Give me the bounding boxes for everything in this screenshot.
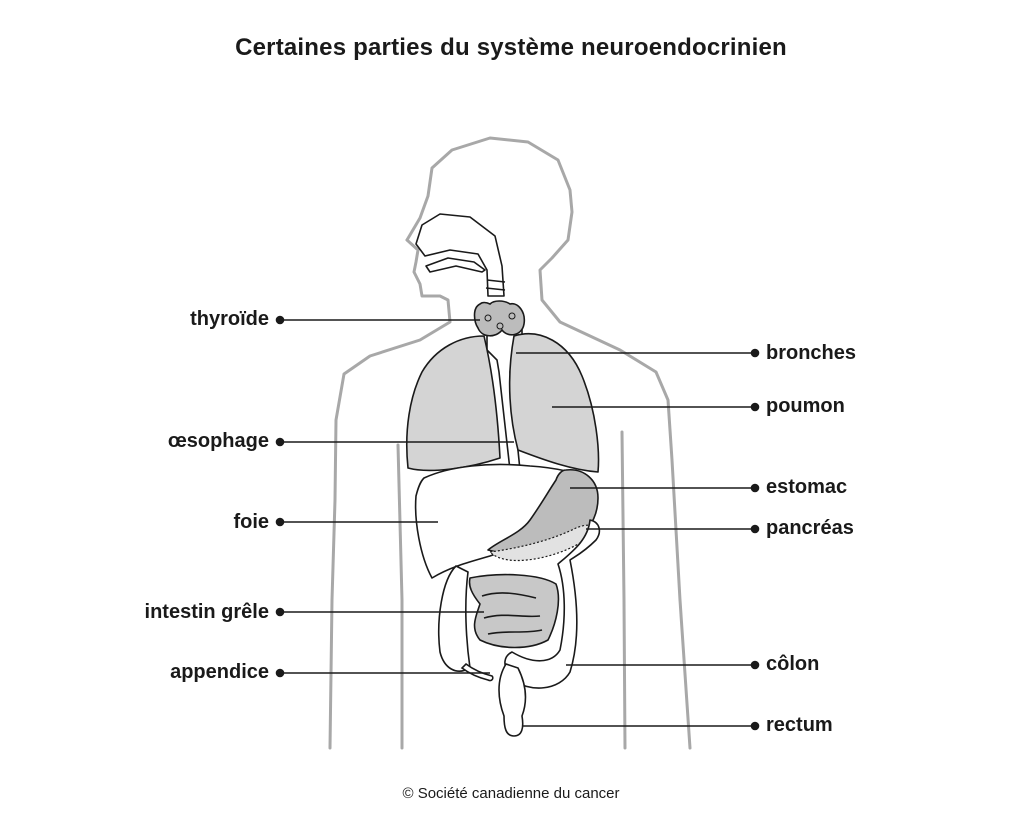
diagram-title: Certaines parties du système neuroendocr… <box>235 34 787 61</box>
rectum <box>498 663 527 737</box>
label-estomac: estomac <box>766 476 848 498</box>
lungs <box>405 333 600 473</box>
label-foie: foie <box>233 511 269 533</box>
label-rectum: rectum <box>766 714 833 736</box>
label-oesophage: œsophage <box>167 430 269 452</box>
label-colon: côlon <box>766 653 820 675</box>
label-pancreas: pancréas <box>766 517 854 539</box>
copyright-credit: © Société canadienne du cancer <box>402 785 620 802</box>
thyroid <box>473 300 526 337</box>
label-thyroide: thyroïde <box>190 308 269 330</box>
label-intestin-grele: intestin grêle <box>144 601 269 623</box>
label-poumon: poumon <box>766 395 845 417</box>
leader-lines-right <box>516 348 760 731</box>
airway <box>415 213 506 297</box>
small-intestine <box>468 573 560 649</box>
left-lung <box>405 335 501 472</box>
pancreas <box>488 524 597 562</box>
label-appendice: appendice <box>170 661 269 683</box>
right-lung <box>508 333 600 473</box>
leader-lines-left <box>275 315 514 678</box>
label-bronches: bronches <box>766 342 857 364</box>
